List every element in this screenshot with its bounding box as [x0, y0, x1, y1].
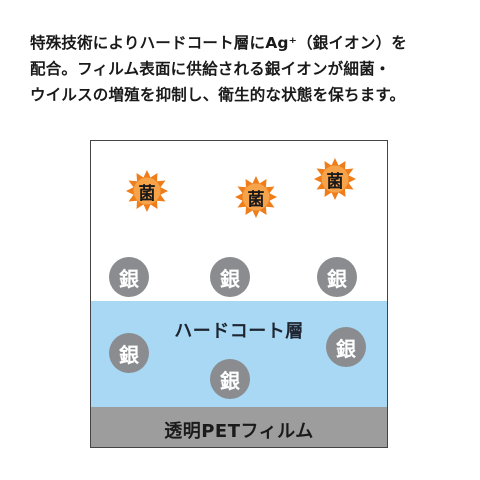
germ-icon: 菌	[234, 175, 278, 219]
hard-coat-label: ハードコート層	[174, 321, 304, 342]
germ-burst-shape	[314, 158, 356, 200]
description-line-3: ウイルスの増殖を抑制し、衛生的な状態を保ちます。	[30, 86, 406, 104]
silver-ion-icon: 銀	[109, 257, 149, 297]
silver-ion-icon: 銀	[210, 359, 250, 399]
germ-label: 菌	[326, 171, 344, 192]
silver-ion-icon: 銀	[326, 327, 366, 367]
silver-ion-icon: 銀	[210, 257, 250, 297]
germ-burst-shape	[235, 176, 277, 218]
germ-label: 菌	[138, 183, 156, 204]
silver-ion-icon: 銀	[317, 257, 357, 297]
description-text: 特殊技術によりハードコート層にAg⁺（銀イオン）を 配合。フィルム表面に供給され…	[30, 30, 460, 108]
silver-ion-icon: 銀	[109, 333, 149, 373]
germ-burst-shape	[126, 170, 168, 212]
germ-icon: 菌	[313, 157, 357, 201]
layer-diagram: 菌 菌 菌 銀 銀 銀 銀 銀 銀 ハードコート層 透明PETフィルム	[90, 140, 388, 448]
description-line-1: 特殊技術によりハードコート層にAg⁺（銀イオン）を	[30, 34, 407, 52]
pet-film-layer	[91, 407, 387, 447]
germ-icon: 菌	[125, 169, 169, 213]
germ-label: 菌	[247, 189, 265, 210]
pet-film-label: 透明PETフィルム	[164, 421, 314, 442]
description-line-2: 配合。フィルム表面に供給される銀イオンが細菌・	[30, 60, 391, 78]
